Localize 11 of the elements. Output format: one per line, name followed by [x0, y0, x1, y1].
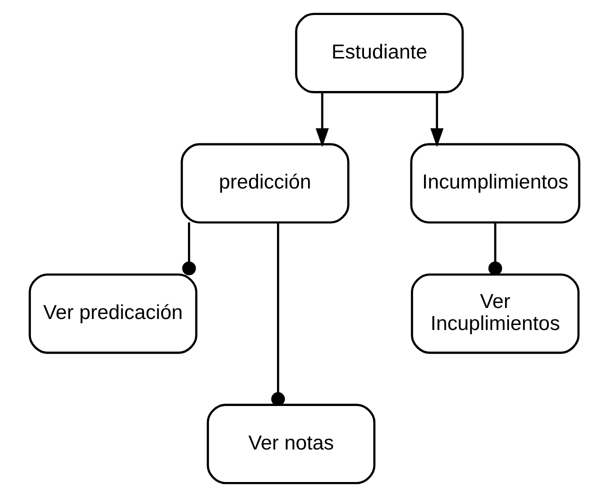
node-box: Ver Incuplimientos	[410, 273, 580, 354]
arrow	[430, 92, 444, 148]
node-box: Ver predicación	[28, 273, 198, 354]
node-box: Estudiante	[295, 12, 464, 94]
node-box: Ver notas	[206, 404, 376, 484]
connector	[182, 222, 196, 276]
connector	[488, 222, 502, 276]
arrow	[316, 92, 329, 148]
node-box: predicción	[180, 143, 350, 224]
connector	[271, 222, 285, 406]
node-box: Incumplimientos	[410, 143, 580, 224]
